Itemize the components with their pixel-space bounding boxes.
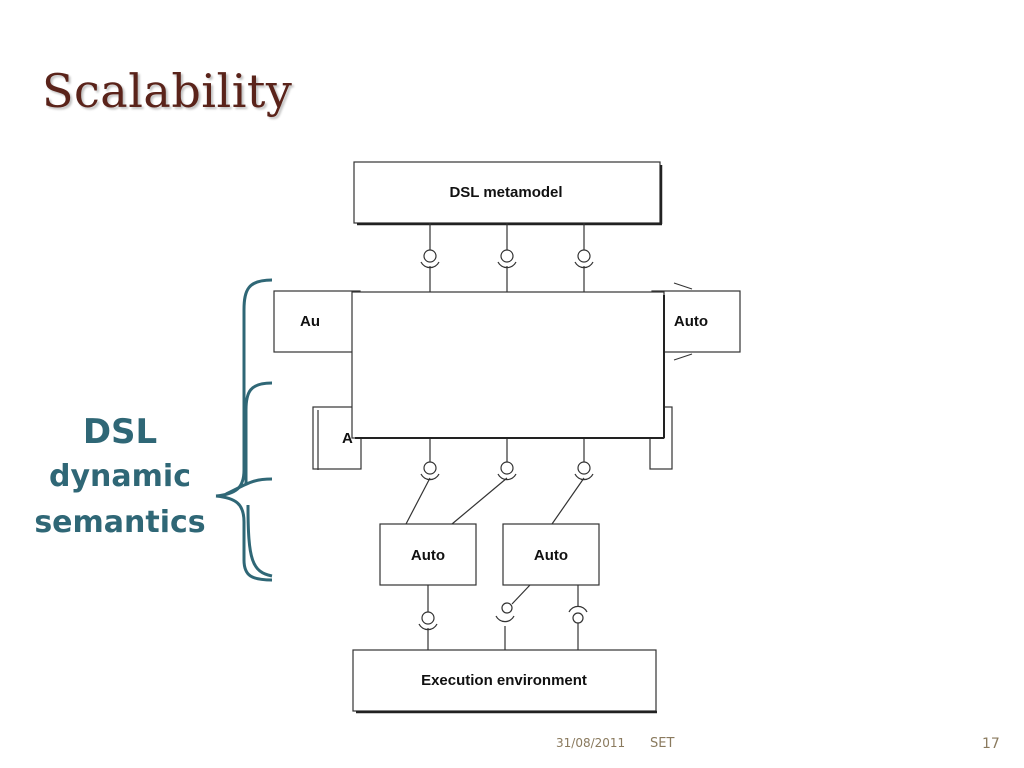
- bottom-connectors: [418, 584, 588, 650]
- slide-title: Scalability: [42, 64, 293, 118]
- side-label-line-3: semantics: [34, 505, 206, 540]
- curly-brace: [215, 278, 273, 582]
- right-top-auto-label: Auto: [674, 313, 708, 330]
- bottom-right-auto-box: [502, 523, 600, 586]
- hidden-left-mid-label: A: [342, 430, 353, 447]
- side-label-line-2: dynamic: [49, 459, 191, 494]
- footer-page-number: 17: [982, 736, 1000, 752]
- execution-environment-box: [352, 649, 657, 712]
- center-occluding-box: [351, 291, 665, 439]
- execution-environment-label: Execution environment: [421, 672, 587, 689]
- hidden-left-top-label: Au: [300, 313, 320, 330]
- bottom-left-auto-label: Auto: [411, 547, 445, 564]
- bottom-right-auto-label: Auto: [534, 547, 568, 564]
- metamodel-connectors: [420, 223, 594, 292]
- right-top-auto-box: [651, 290, 741, 353]
- middle-connectors: [405, 438, 594, 525]
- dsl-dynamic-semantics-label: DSL dynamic semantics: [22, 410, 218, 546]
- footer-date: 31/08/2011: [556, 736, 626, 750]
- dsl-metamodel-box: [353, 161, 661, 224]
- footer-venue: SET: [650, 736, 675, 751]
- bottom-left-auto-box: [379, 523, 477, 586]
- side-label-line-1: DSL: [82, 412, 158, 452]
- dsl-metamodel-label: DSL metamodel: [449, 184, 562, 201]
